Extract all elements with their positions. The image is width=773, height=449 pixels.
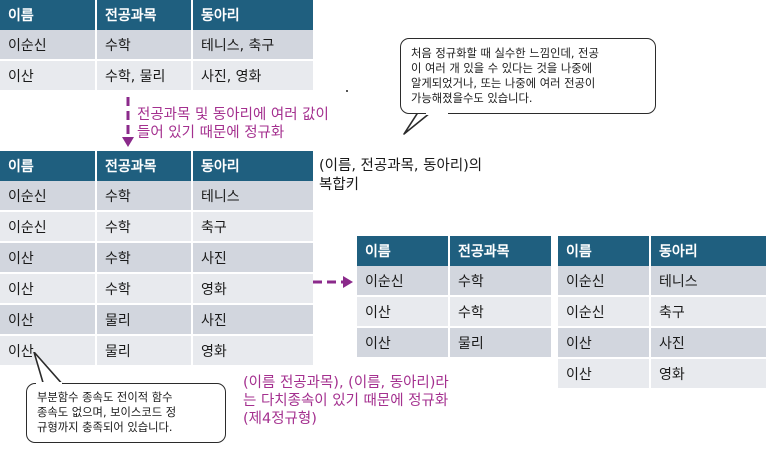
cell-major: 물리 [96, 304, 193, 336]
cell-name: 이순신 [0, 30, 97, 61]
comment-bubble-top: 처음 정규화할 때 실수한 느낌인데, 전공 이 여러 개 있을 수 있다는 것… [400, 38, 656, 114]
cell-major: 수학 [449, 266, 551, 297]
cell-major: 수학 [96, 242, 193, 274]
cell-name: 이산 [0, 273, 97, 305]
table-row: 이산 수학 사진 [0, 242, 313, 274]
header-major: 전공과목 [96, 0, 193, 30]
table-header-row: 이름 동아리 [558, 236, 766, 266]
table-row: 이산 물리 [357, 327, 551, 359]
note-composite-key: (이름, 전공과목, 동아리)의 복합키 [319, 157, 482, 195]
cell-major: 수학 [96, 273, 193, 305]
cell-name: 이산 [0, 335, 97, 367]
header-club: 동아리 [650, 236, 766, 266]
bubble-tail-mask [426, 112, 448, 115]
cell-club: 사진 [650, 327, 766, 359]
cell-name: 이산 [357, 327, 450, 359]
note-line: 들어 있기 때문에 정규화 [137, 125, 285, 141]
table-name-club: 이름 동아리 이순신 테니스 이순신 축구 이산 사진 이산 영화 [558, 236, 766, 390]
note-line: 는 다치종속이 있기 때문에 정규화 [243, 393, 449, 409]
note-line: 전공과목 및 동아리에 여러 값이 [137, 107, 329, 123]
bubble-line: 부분함수 종속도 전이적 함수 [37, 391, 173, 404]
table-row: 이산 사진 [558, 327, 766, 359]
comment-bubble-bottom: 부분함수 종속도 전이적 함수 종속도 없으며, 보이스코드 정 규형까지 충족… [26, 383, 226, 443]
table-row: 이순신 수학 축구 [0, 211, 313, 243]
header-major: 전공과목 [96, 151, 193, 181]
cell-major: 수학 [96, 211, 193, 243]
cell-club: 사진, 영화 [192, 60, 313, 92]
cell-name: 이산 [558, 358, 651, 390]
cell-name: 이순신 [0, 211, 97, 243]
note-line: (이름 전공과목), (이름, 동아리)라 [243, 375, 449, 391]
table-first-normal-form: 이름 전공과목 동아리 이순신 수학 테니스 이순신 수학 축구 이산 수학 사… [0, 151, 313, 367]
header-name: 이름 [357, 236, 450, 266]
cell-club: 영화 [650, 358, 766, 390]
header-name: 이름 [558, 236, 651, 266]
cell-club: 영화 [192, 273, 313, 305]
header-name: 이름 [0, 151, 97, 181]
header-major: 전공과목 [449, 236, 551, 266]
table-row: 이순신 수학 테니스, 축구 [0, 30, 313, 61]
stray-dot [346, 90, 348, 92]
cell-major: 수학 [96, 30, 193, 61]
note-normalize-1: 전공과목 및 동아리에 여러 값이 들어 있기 때문에 정규화 [137, 106, 329, 142]
cell-club: 사진 [192, 242, 313, 274]
bubble-line: 처음 정규화할 때 실수한 느낌인데, 전공 [411, 47, 599, 60]
cell-club: 사진 [192, 304, 313, 336]
bubble-line: 종속도 없으며, 보이스코드 정 [37, 406, 177, 419]
right-arrow-icon [313, 276, 353, 288]
table-original: 이름 전공과목 동아리 이순신 수학 테니스, 축구 이산 수학, 물리 사진,… [0, 0, 313, 92]
cell-name: 이순신 [357, 266, 450, 297]
table-row: 이산 물리 영화 [0, 335, 313, 367]
table-row: 이산 수학 영화 [0, 273, 313, 305]
cell-name: 이산 [558, 327, 651, 359]
bubble-line: 이 여러 개 있을 수 있다는 것을 나중에 [411, 62, 593, 75]
header-name: 이름 [0, 0, 97, 30]
cell-major: 물리 [449, 327, 551, 359]
note-line: (이름, 전공과목, 동아리)의 [319, 158, 483, 174]
note-normalize-2: (이름 전공과목), (이름, 동아리)라 는 다치종속이 있기 때문에 정규화… [243, 374, 449, 428]
cell-club: 테니스 [192, 181, 313, 212]
cell-name: 이산 [0, 242, 97, 274]
table-row: 이순신 테니스 [558, 266, 766, 297]
cell-major: 수학 [449, 296, 551, 328]
table-row: 이순신 수학 테니스 [0, 181, 313, 212]
cell-name: 이순신 [0, 181, 97, 212]
note-line: 복합키 [319, 177, 360, 193]
bubble-tail-mask [36, 382, 62, 385]
cell-name: 이산 [0, 60, 97, 92]
header-club: 동아리 [192, 151, 313, 181]
cell-club: 영화 [192, 335, 313, 367]
cell-major: 수학, 물리 [96, 60, 193, 92]
cell-club: 축구 [192, 211, 313, 243]
table-row: 이순신 수학 [357, 266, 551, 297]
table-row: 이산 수학, 물리 사진, 영화 [0, 60, 313, 92]
table-header-row: 이름 전공과목 [357, 236, 551, 266]
down-arrow-icon [122, 97, 134, 147]
table-header-row: 이름 전공과목 동아리 [0, 0, 313, 30]
cell-name: 이순신 [558, 296, 651, 328]
table-name-major: 이름 전공과목 이순신 수학 이산 수학 이산 물리 [357, 236, 551, 359]
bubble-line: 알게되었거나, 또는 나중에 여러 전공이 [411, 77, 596, 90]
cell-major: 수학 [96, 181, 193, 212]
cell-major: 물리 [96, 335, 193, 367]
bubble-line: 규형까지 충족되어 있습니다. [37, 421, 173, 434]
cell-club: 축구 [650, 296, 766, 328]
cell-name: 이산 [357, 296, 450, 328]
note-line: (제4정규형) [243, 411, 317, 427]
table-row: 이산 수학 [357, 296, 551, 328]
table-row: 이순신 축구 [558, 296, 766, 328]
cell-name: 이순신 [558, 266, 651, 297]
bubble-line: 가능해졌을수도 있습니다. [411, 92, 533, 105]
cell-name: 이산 [0, 304, 97, 336]
cell-club: 테니스, 축구 [192, 30, 313, 61]
table-row: 이산 물리 사진 [0, 304, 313, 336]
header-club: 동아리 [192, 0, 313, 30]
table-header-row: 이름 전공과목 동아리 [0, 151, 313, 181]
cell-club: 테니스 [650, 266, 766, 297]
table-row: 이산 영화 [558, 358, 766, 390]
